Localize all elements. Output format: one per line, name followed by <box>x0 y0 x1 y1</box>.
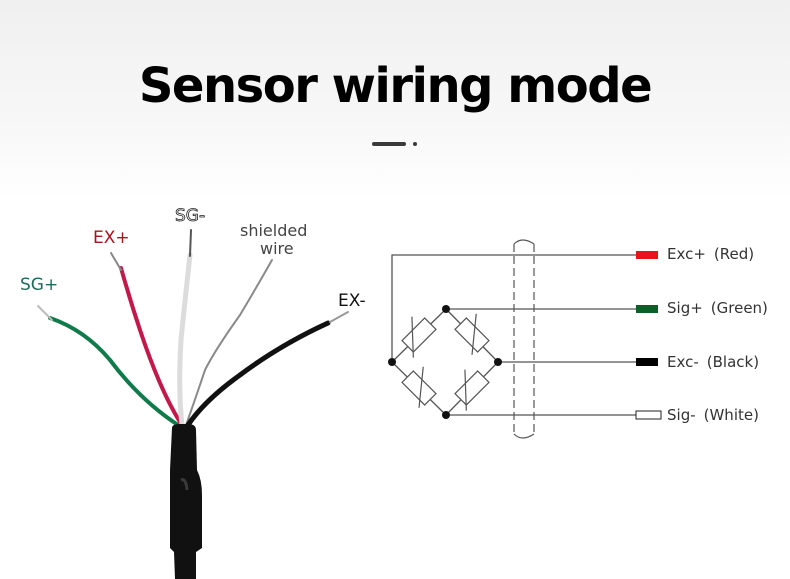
output-label-sig-plus: Sig+(Green) <box>667 299 768 317</box>
label-ex-minus: EX- <box>338 291 366 311</box>
output-label-exc-plus: Exc+(Red) <box>667 245 754 263</box>
swatch-sig-plus <box>636 305 658 313</box>
output-label-exc-minus: Exc-(Black) <box>667 353 759 371</box>
wire-ex-plus-tip <box>110 252 122 271</box>
underline-dot <box>413 142 417 146</box>
node-right <box>494 358 502 366</box>
wire-ex-minus <box>185 320 331 428</box>
wire-sg-plus <box>48 316 180 427</box>
cable-jacket <box>170 424 202 579</box>
label-shield-line1: shielded <box>240 221 307 240</box>
cable-jacket-highlight <box>180 478 189 491</box>
node-left <box>388 358 396 366</box>
underline-bar <box>372 142 406 146</box>
exc-plus-line <box>391 254 636 358</box>
swatch-exc-plus <box>636 251 658 259</box>
label-shield-line2: wire <box>260 239 294 258</box>
strain-gauge-2 <box>454 313 490 355</box>
wire-ex-minus-tip <box>329 311 349 323</box>
node-bottom <box>442 411 450 419</box>
wire-sg-plus-tip <box>37 305 53 321</box>
label-sg-plus: SG+ <box>20 275 58 295</box>
wire-sg-minus-tip <box>189 229 192 257</box>
node-top <box>442 305 450 313</box>
output-label-sig-minus: Sig-(White) <box>667 406 759 424</box>
swatch-exc-minus <box>636 358 658 366</box>
swatch-sig-minus <box>635 410 662 420</box>
cable-shield-symbol <box>513 239 535 439</box>
page-title: Sensor wiring mode <box>138 58 653 114</box>
label-sg-minus: SG- <box>175 206 205 226</box>
label-ex-plus: EX+ <box>93 228 130 248</box>
wire-shield <box>185 259 273 426</box>
strain-gauge-4 <box>454 369 490 411</box>
wire-ex-plus <box>119 266 182 424</box>
strain-gauge-1 <box>401 316 437 358</box>
strain-gauge-3 <box>401 366 437 408</box>
wire-sg-minus <box>177 252 193 428</box>
